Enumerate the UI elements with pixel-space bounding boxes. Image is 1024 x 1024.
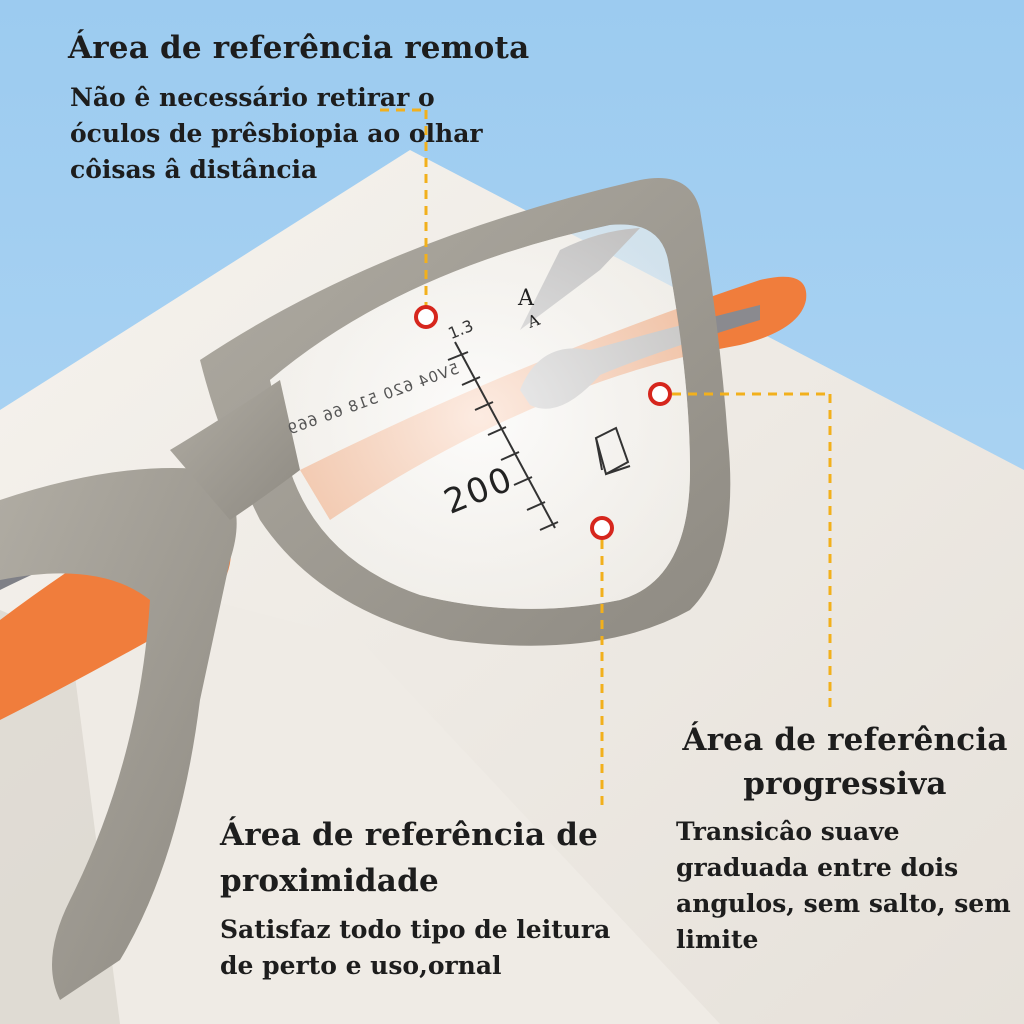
progressive-area-description: Transicâo suave graduada entre dois angu… <box>676 817 1011 954</box>
lens-scale <box>447 341 559 531</box>
book-icon <box>594 426 631 476</box>
frame-bridge <box>170 380 300 520</box>
svg-text:A: A <box>517 286 535 311</box>
box-top <box>60 560 720 1024</box>
proximity-marker <box>590 516 614 540</box>
lens-glass <box>270 224 690 609</box>
remote-area-description: Não ê necessário retirar o óculos de prê… <box>70 83 483 184</box>
proximity-area-description: Satisfaz todo tipo de leitura de perto e… <box>220 915 611 980</box>
frame-right-lens <box>200 178 731 646</box>
progressive-marker <box>648 382 672 406</box>
leader-lines <box>380 108 832 808</box>
remote-area-title: Área de referência remota <box>68 30 530 66</box>
progressive-title-line2: progressiva <box>743 766 947 802</box>
frame-left <box>0 468 237 1000</box>
remote-marker <box>414 305 438 329</box>
proximity-area-title: Área de referência de proximidade <box>220 817 599 899</box>
progressive-area-title: Área de referência progressiva <box>680 718 1010 806</box>
progressive-title-line1: Área de referência <box>682 722 1008 758</box>
reference-markers <box>414 305 672 540</box>
